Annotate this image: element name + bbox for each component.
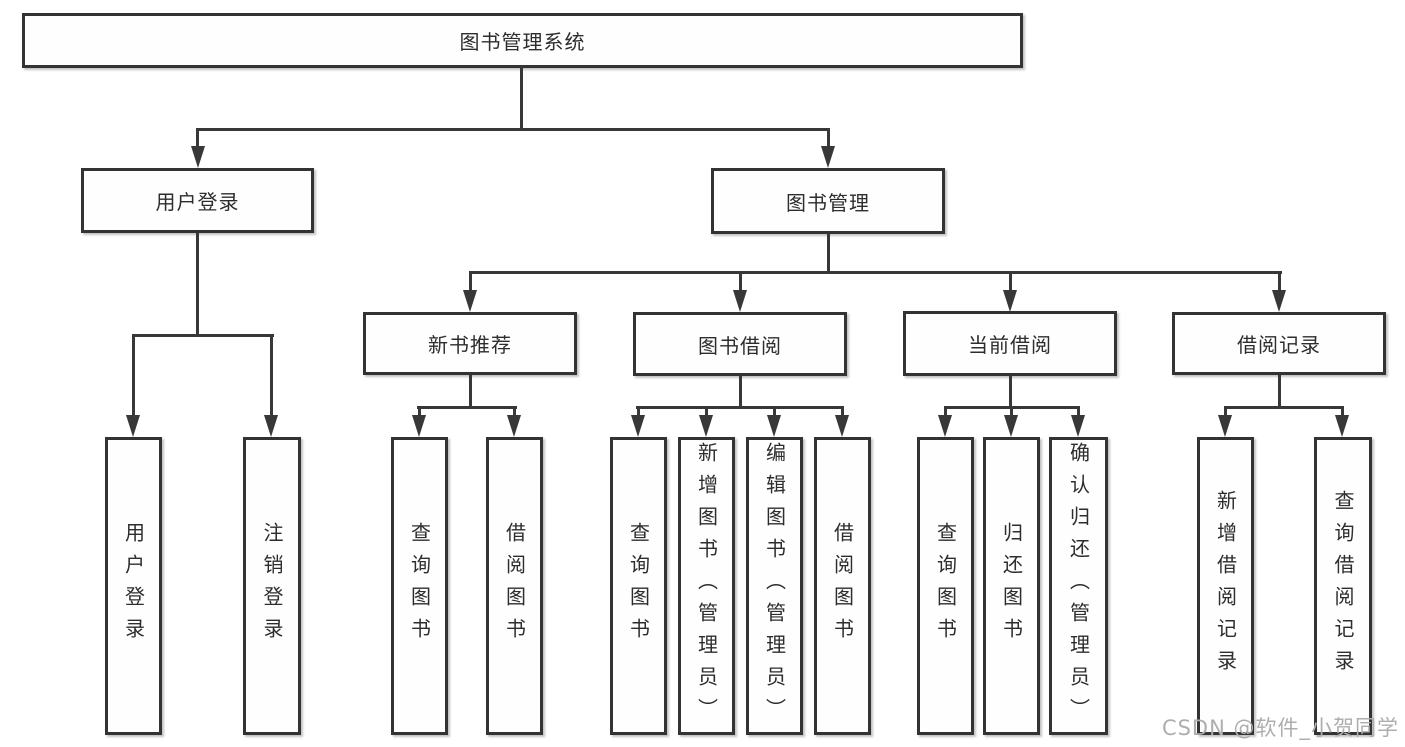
arrow-down-icon	[938, 415, 952, 437]
leaf-logout-label: 注销登录	[260, 522, 284, 650]
leaf-new-books-borrow: 借阅图书	[486, 437, 543, 735]
arrow-down-icon	[835, 415, 849, 437]
leaf-edit-book-admin-label: 编辑图书（管理员）	[762, 442, 787, 730]
arrow-down-icon	[733, 290, 747, 312]
node-book-borrow-label: 图书借阅	[698, 333, 782, 358]
leaf-new-books-borrow-label: 借阅图书	[502, 522, 527, 650]
arrow-down-icon	[631, 415, 645, 437]
connector-level2-hline	[196, 128, 830, 131]
connector-leaf-drop	[773, 406, 776, 418]
connector-user-login-stem	[196, 233, 199, 336]
node-borrow-records-label: 借阅记录	[1237, 333, 1321, 357]
leaf-return-book-label: 归还图书	[999, 522, 1024, 650]
node-borrow-records: 借阅记录	[1172, 312, 1386, 375]
arrow-down-icon	[1272, 290, 1286, 312]
connector-book-borrow-stem	[739, 376, 742, 408]
node-book-mgmt: 图书管理	[711, 168, 945, 234]
node-book-mgmt-label: 图书管理	[786, 190, 870, 215]
connector-leaf-drop	[944, 406, 947, 418]
connector-current-borrow-drop	[1009, 271, 1012, 293]
connector-leaf-drop	[841, 406, 844, 418]
arrow-down-icon	[1335, 415, 1349, 437]
leaf-return-book: 归还图书	[983, 437, 1040, 735]
connector-new-books-stem	[469, 375, 472, 408]
leaf-borrow-book: 借阅图书	[814, 437, 871, 735]
leaf-borrow-query: 查询图书	[610, 437, 667, 735]
leaf-current-query: 查询图书	[917, 437, 974, 735]
connector-leaf-drop	[637, 406, 640, 418]
leaf-add-borrow-record: 新增借阅记录	[1197, 437, 1254, 735]
leaf-current-query-label: 查询图书	[933, 522, 958, 650]
connector-book-borrow-drop	[739, 271, 742, 293]
node-current-borrow-label: 当前借阅	[968, 333, 1052, 357]
leaf-logout: 注销登录	[243, 437, 301, 735]
arrow-down-icon	[463, 290, 477, 312]
csdn-watermark: CSDN @软件_小贺同学	[1161, 716, 1399, 740]
node-new-books: 新书推荐	[363, 312, 577, 375]
node-current-borrow: 当前借阅	[903, 311, 1117, 376]
connector-new-books-hline	[417, 406, 517, 409]
arrow-down-icon	[191, 146, 205, 168]
connector-book-borrow-hline	[636, 406, 844, 409]
leaf-new-books-query: 查询图书	[391, 437, 448, 735]
connector-new-books-drop	[469, 271, 472, 293]
arrow-down-icon	[1218, 415, 1232, 437]
leaf-add-book-admin-label: 新增图书（管理员）	[694, 442, 719, 730]
arrow-down-icon	[412, 415, 426, 437]
node-new-books-label: 新书推荐	[428, 333, 512, 357]
node-root: 图书管理系统	[22, 13, 1023, 68]
leaf-borrow-query-label: 查询图书	[626, 522, 651, 650]
arrow-down-icon	[1003, 290, 1017, 312]
connector-leaf-drop	[1341, 406, 1344, 418]
connector-current-borrow-stem	[1009, 376, 1012, 408]
leaf-edit-book-admin: 编辑图书（管理员）	[746, 437, 803, 735]
arrow-down-icon	[767, 415, 781, 437]
connector-borrow-records-hline	[1224, 406, 1344, 409]
leaf-confirm-return-admin-label: 确认归还（管理员）	[1066, 442, 1091, 730]
leaf-new-books-query-label: 查询图书	[407, 522, 432, 650]
connector-leaf-drop	[1077, 406, 1080, 418]
leaf-borrow-book-label: 借阅图书	[830, 522, 855, 650]
leaf-confirm-return-admin: 确认归还（管理员）	[1049, 437, 1108, 735]
leaf-user-login: 用户登录	[105, 437, 162, 735]
connector-level3-hline	[469, 271, 1282, 274]
arrow-down-icon	[1004, 415, 1018, 437]
connector-book-mgmt-stem	[827, 234, 830, 274]
connector-leaf-drop	[513, 406, 516, 418]
connector-leaf-drop	[705, 406, 708, 418]
leaf-add-borrow-record-label: 新增借阅记录	[1213, 490, 1238, 682]
connector-root-stem	[520, 66, 523, 129]
arrow-down-icon	[507, 415, 521, 437]
connector-borrow-records-drop	[1278, 271, 1281, 293]
connector-leaf-drop	[270, 334, 273, 418]
connector-leaf-drop	[1224, 406, 1227, 418]
connector-leaf-drop	[132, 334, 135, 418]
connector-leaf-drop	[418, 406, 421, 418]
arrow-down-icon	[126, 415, 140, 437]
connector-borrow-records-stem	[1278, 375, 1281, 408]
connector-book-mgmt-drop	[827, 128, 830, 148]
leaf-query-borrow-record: 查询借阅记录	[1314, 437, 1372, 735]
arrow-down-icon	[264, 415, 278, 437]
arrow-down-icon	[821, 146, 835, 168]
node-user-login-label: 用户登录	[155, 190, 240, 214]
node-root-label: 图书管理系统	[459, 30, 586, 54]
connector-user-login-hline	[132, 334, 274, 337]
leaf-user-login-label: 用户登录	[121, 522, 146, 650]
leaf-add-book-admin: 新增图书（管理员）	[678, 437, 735, 735]
leaf-query-borrow-record-label: 查询借阅记录	[1331, 490, 1355, 682]
arrow-down-icon	[1071, 415, 1085, 437]
node-user-login: 用户登录	[81, 168, 314, 233]
arrow-down-icon	[699, 415, 713, 437]
node-book-borrow: 图书借阅	[633, 312, 847, 376]
connector-user-login-drop	[196, 128, 199, 148]
connector-leaf-drop	[1010, 406, 1013, 418]
